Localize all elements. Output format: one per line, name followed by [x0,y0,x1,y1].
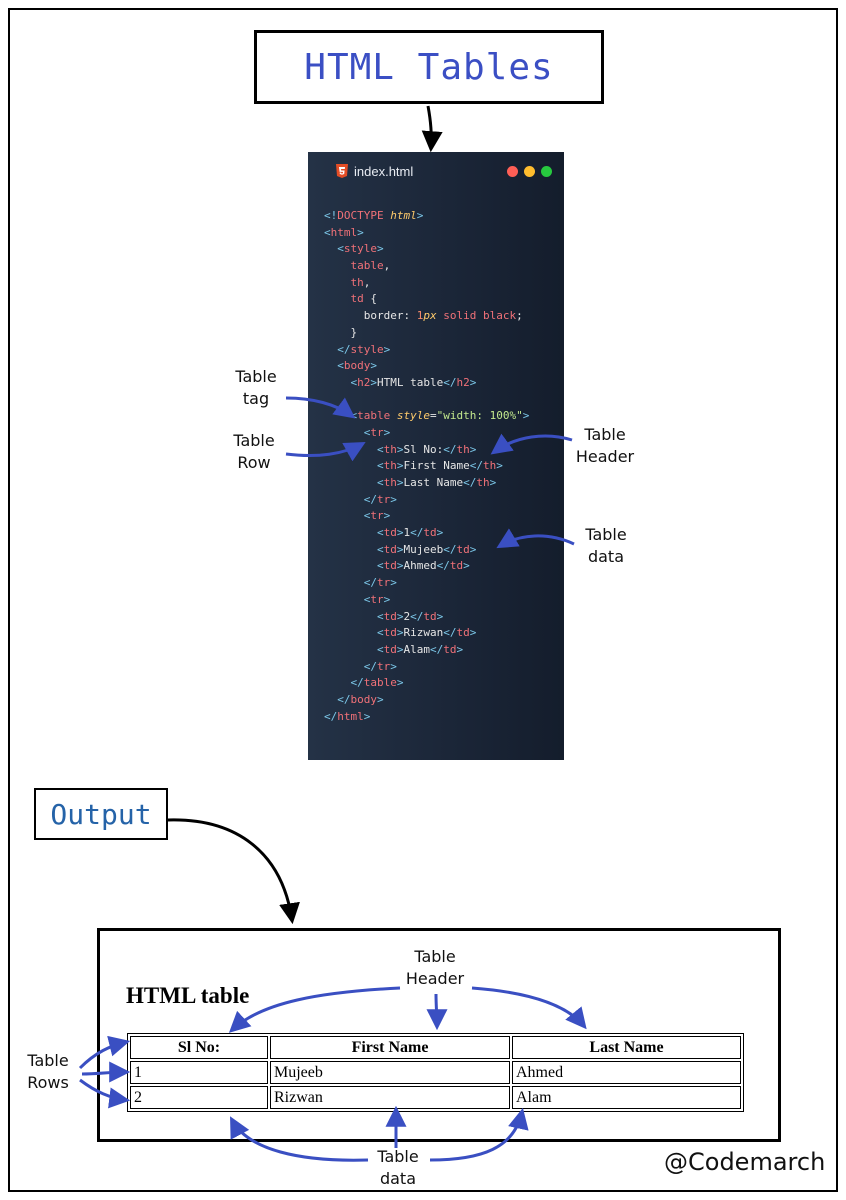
table-cell: Mujeeb [270,1061,510,1084]
label-out-data-line2: data [379,1169,417,1188]
label-out-data: Table data [366,1146,430,1190]
code-line: <th>Last Name</th> [376,476,497,489]
table-header-row: Sl No: First Name Last Name [130,1036,741,1059]
label-table-data-line2: data [587,547,625,566]
title-box: HTML Tables [254,30,604,104]
rendered-heading: HTML table [126,983,250,1008]
code-line: </tr> [363,659,397,673]
code-line: <body> [337,359,377,373]
label-out-rows-line2: Rows [27,1073,69,1092]
header-cell: Last Name [512,1036,741,1059]
code-line: <td>Mujeeb</td> [376,542,477,556]
code-line: </html> [324,709,371,723]
watermark: @Codemarch [664,1148,826,1176]
header-cell: First Name [270,1036,510,1059]
label-out-header-line2: Header [405,969,465,988]
output-label: Output [50,797,152,831]
table-cell: Ahmed [512,1061,741,1084]
code-line: <tr> [363,592,391,606]
code-line: border: 1px solid black; [363,309,523,323]
window-controls [507,166,552,177]
code-line: <td>Rizwan</td> [376,626,477,640]
output-label-box: Output [34,788,168,840]
page-title: HTML Tables [304,46,554,88]
code-block: <!DOCTYPE html> <html> <style> table, th,… [324,208,529,725]
code-line: <h2>HTML table</h2> [350,375,477,389]
code-line: } [324,325,358,339]
header-cell: Sl No: [130,1036,268,1059]
editor-filename: index.html [354,164,414,179]
html5-icon [336,164,348,178]
code-line: </table> [350,676,404,690]
label-table-row: Table Row [222,430,286,474]
code-line: <style> [337,242,384,256]
table-cell: Alam [512,1086,741,1109]
label-table-data: Table data [574,524,638,568]
rendered-table: Sl No: First Name Last Name 1 Mujeeb Ahm… [127,1033,744,1112]
code-line: <td>Alam</td> [376,642,464,656]
code-line: </style> [337,342,391,356]
code-line: </tr> [363,576,397,590]
code-line: </tr> [363,492,397,506]
editor-titlebar: index.html [308,152,564,190]
code-line: td { [350,292,378,306]
code-line: <th>Sl No:</th> [376,442,477,456]
code-line: </body> [337,692,384,706]
label-table-header: Table Header [570,424,640,468]
label-table-tag-line2: tag [242,389,270,408]
code-line: th, [350,275,371,289]
table-row: 1 Mujeeb Ahmed [130,1061,741,1084]
table-row: 2 Rizwan Alam [130,1086,741,1109]
label-table-tag-line1: Table [235,367,277,386]
table-cell: 2 [130,1086,268,1109]
label-table-data-line1: Table [585,525,627,544]
label-out-data-line1: Table [377,1147,419,1166]
label-table-row-line2: Row [237,453,271,472]
label-out-rows-line1: Table [27,1051,69,1070]
label-out-rows: Table Rows [16,1050,80,1094]
maximize-dot-icon[interactable] [541,166,552,177]
code-line: <!DOCTYPE html> [324,209,424,222]
label-table-row-line1: Table [233,431,275,450]
minimize-dot-icon[interactable] [524,166,535,177]
code-line: <html> [324,225,364,239]
rendered-output: HTML table Sl No: First Name Last Name 1… [97,928,781,1142]
code-line: <tr> [363,509,391,523]
code-editor: index.html <!DOCTYPE html> <html> <style>… [308,152,564,760]
code-line: <td>2</td> [376,609,444,623]
table-cell: Rizwan [270,1086,510,1109]
table-cell: 1 [130,1061,268,1084]
code-line: <tr> [363,425,391,439]
label-table-tag: Table tag [224,366,288,410]
code-line [324,392,529,409]
label-out-header: Table Header [400,946,470,990]
code-line: <td>Ahmed</td> [376,559,470,573]
code-line: <td>1</td> [376,526,444,540]
code-line: table, [350,259,391,273]
label-out-header-line1: Table [414,947,456,966]
code-line: <table style="width: 100%"> [350,409,530,423]
label-table-header-line2: Header [575,447,635,466]
code-line: <th>First Name</th> [376,459,503,473]
close-dot-icon[interactable] [507,166,518,177]
label-table-header-line1: Table [584,425,626,444]
